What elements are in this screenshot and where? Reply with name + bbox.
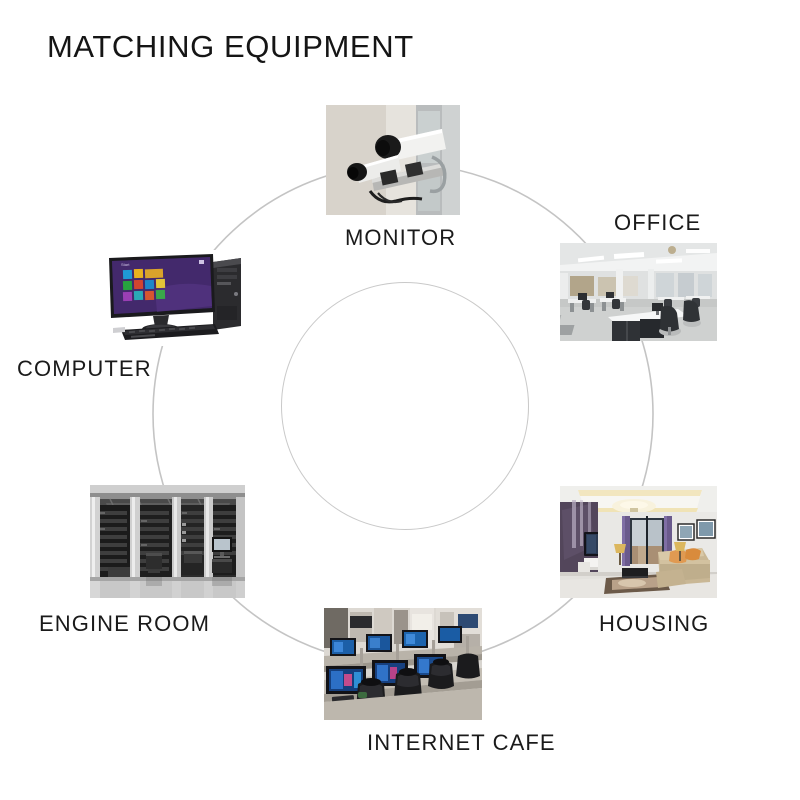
photo-computer[interactable]: Start [95,250,245,346]
label-housing: HOUSING [599,611,710,636]
center-product-hub[interactable] [281,282,529,530]
cctv-camera-icon [326,105,460,215]
open-plan-office-icon [560,243,717,341]
page-title: MATCHING EQUIPMENT [47,29,414,64]
server-rack-icon [90,485,245,598]
desktop-computer-icon: Start [95,250,245,346]
photo-monitor[interactable] [326,105,460,215]
svg-text:Start: Start [121,262,130,267]
label-engine-room: ENGINE ROOM [39,611,210,636]
living-room-icon [560,486,717,598]
center-circle-outline [281,282,529,530]
photo-internet-cafe[interactable] [324,608,482,720]
photo-engine-room[interactable] [90,485,245,598]
gaming-pc-row-icon [324,608,482,720]
label-internet-cafe: INTERNET CAFE [367,730,556,755]
photo-housing[interactable] [560,486,717,598]
photo-office[interactable] [560,243,717,341]
label-office: OFFICE [614,210,702,235]
label-computer: COMPUTER [17,356,152,381]
label-monitor: MONITOR [345,225,457,250]
